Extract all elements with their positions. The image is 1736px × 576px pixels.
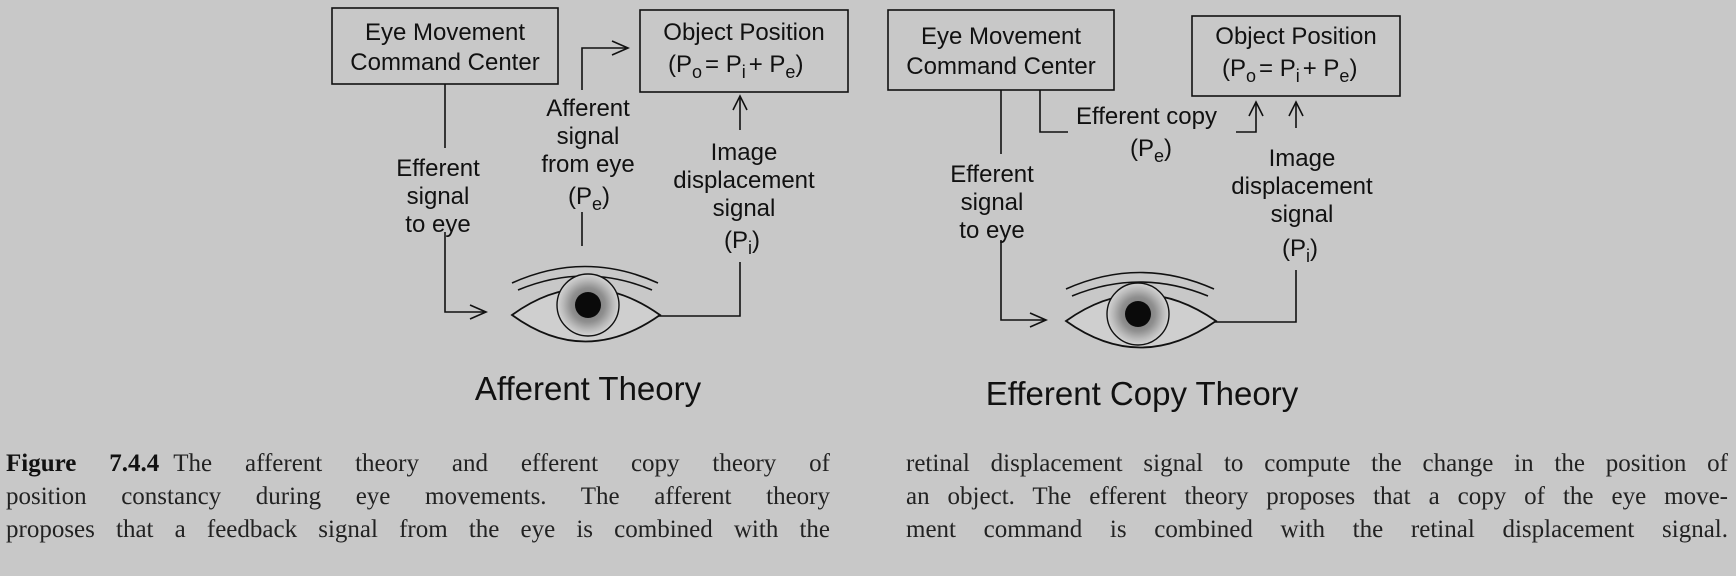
svg-text:from eye: from eye	[541, 151, 634, 178]
efferent-image-path	[1214, 104, 1297, 323]
afferent-image-arrowhead	[732, 94, 748, 111]
afferent-theory-diagram: Eye Movement Command Center Object Posit…	[331, 7, 849, 407]
efferent-command-center-box: Eye Movement Command Center	[887, 9, 1115, 91]
afferent-object-title: Object Position	[663, 19, 824, 46]
svg-text:Efferent copy: Efferent copy	[1076, 103, 1217, 130]
svg-text:Image: Image	[711, 139, 778, 166]
svg-text:signal: signal	[407, 183, 470, 210]
afferent-command-line1: Eye Movement	[365, 19, 525, 46]
afferent-feedback-path	[581, 47, 626, 246]
svg-text:displacement: displacement	[673, 167, 815, 194]
svg-text:Afferent: Afferent	[546, 95, 630, 122]
efferent-image-arrowhead	[1288, 100, 1304, 117]
svg-text:Image: Image	[1269, 145, 1336, 172]
caption-line: an object. The efferent theory proposes …	[906, 483, 1728, 510]
svg-text:Efferent: Efferent	[396, 155, 480, 182]
svg-text:(Pe): (Pe)	[1130, 135, 1172, 166]
afferent-efferent-path	[444, 84, 484, 313]
afferent-command-line2: Command Center	[350, 49, 539, 76]
afferent-theory-title: Afferent Theory	[475, 370, 702, 407]
afferent-eye-icon	[510, 265, 662, 343]
efferent-copy-path	[1039, 90, 1257, 133]
svg-text:(Pi): (Pi)	[1282, 235, 1318, 266]
svg-text:signal: signal	[1271, 201, 1334, 228]
caption-line: retinal displacement signal to compute t…	[906, 450, 1728, 477]
svg-text:to eye: to eye	[959, 217, 1024, 244]
figure-diagram: Eye Movement Command Center Object Posit…	[331, 7, 1401, 412]
afferent-object-position-box: Object Position (Po= Pi+ Pe)	[639, 9, 849, 93]
caption-line: position constancy during eye movements.…	[6, 483, 830, 510]
efferent-image-displacement-label: Image displacement signal (Pi)	[1231, 145, 1373, 266]
efferent-object-title: Object Position	[1215, 23, 1376, 50]
efferent-copy-theory-title: Efferent Copy Theory	[986, 375, 1299, 412]
afferent-efferent-signal-label: Efferent signal to eye	[396, 155, 480, 238]
caption-line: ment command is combined with the retina…	[906, 516, 1728, 543]
figure-caption-right: retinal displacement signal to compute t…	[906, 447, 1728, 546]
svg-text:to eye: to eye	[405, 211, 470, 238]
afferent-object-formula: (Po= Pi+ Pe)	[668, 51, 803, 82]
efferent-copy-label: Efferent copy (Pe)	[1076, 103, 1217, 166]
afferent-efferent-arrowhead	[469, 304, 488, 320]
svg-text:Efferent: Efferent	[950, 161, 1034, 188]
svg-text:signal: signal	[557, 123, 620, 150]
efferent-signal-to-eye-label: Efferent signal to eye	[950, 161, 1034, 244]
svg-text:signal: signal	[713, 195, 776, 222]
caption-line: proposes that a feedback signal from the…	[6, 516, 830, 543]
svg-text:signal: signal	[961, 189, 1024, 216]
efferent-command-line2: Command Center	[906, 53, 1095, 80]
figure-label: Figure 7.4.4	[6, 450, 160, 477]
afferent-command-center-box: Eye Movement Command Center	[331, 7, 559, 85]
efferent-command-line1: Eye Movement	[921, 23, 1081, 50]
afferent-image-displacement-label: Image displacement signal (Pi)	[673, 139, 815, 258]
afferent-signal-from-eye-label: Afferent signal from eye (Pe)	[541, 95, 634, 214]
efferent-signal-arrowhead	[1029, 312, 1048, 328]
svg-text:displacement: displacement	[1231, 173, 1373, 200]
efferent-eye-icon	[1064, 271, 1218, 349]
efferent-copy-arrowhead	[1248, 100, 1264, 117]
afferent-feedback-arrowhead	[611, 40, 630, 56]
efferent-copy-theory-diagram: Eye Movement Command Center Object Posit…	[887, 9, 1401, 412]
svg-text:(Pi): (Pi)	[724, 227, 760, 258]
afferent-image-path	[658, 98, 741, 317]
efferent-signal-path	[1000, 90, 1044, 321]
efferent-object-formula: (Po= Pi+ Pe)	[1222, 55, 1357, 86]
efferent-object-position-box: Object Position (Po= Pi+ Pe)	[1191, 15, 1401, 97]
svg-text:(Pe): (Pe)	[568, 183, 610, 214]
